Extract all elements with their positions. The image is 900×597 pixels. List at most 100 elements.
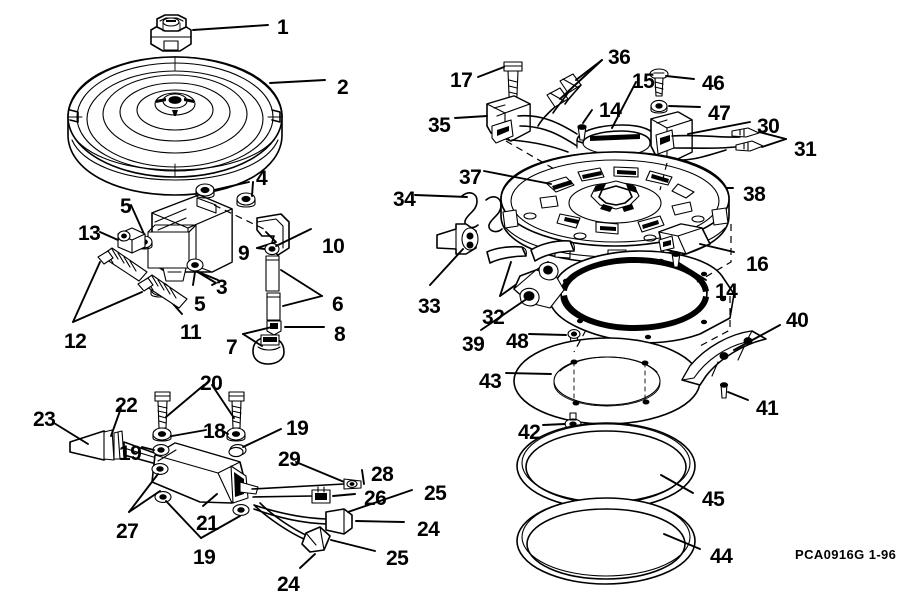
leader-39 [480,297,529,331]
part-sensor-base-39 [513,250,735,344]
callout-25: 25 [386,547,409,570]
assembly-guide-3 [213,204,265,230]
callout-41: 41 [756,397,779,420]
leader-16 [699,243,735,253]
part-flywheel [67,56,283,196]
callout-14: 14 [715,280,738,303]
leader-20b [211,384,235,419]
part-sleeve-32a [486,245,527,264]
leader-20a [165,384,205,418]
leader-37 [483,170,552,185]
assembly-guide-2 [659,162,668,191]
leader-19a [141,446,155,451]
callout-18: 18 [203,420,226,443]
leader-2 [269,79,326,84]
part-sleeve-32b [530,240,575,262]
callout-19: 19 [119,442,142,465]
leader-9 [256,231,277,249]
callout-15: 15 [632,70,655,93]
callout-33: 33 [418,295,441,318]
leader-4a [213,181,250,191]
part-washer-29 [228,446,244,458]
part-flywheel-nut [150,14,192,52]
part-washer-18b [226,427,246,442]
part-screw-12b [137,274,188,309]
part-screw-46 [649,68,669,97]
callout-44: 44 [710,545,733,568]
leader-27a [128,473,159,513]
leader-10 [275,228,312,247]
part-ignition-module [147,194,233,282]
callout-37: 37 [459,166,482,189]
leader-28 [361,469,365,485]
callout-19: 19 [193,546,216,569]
part-washer-19e [232,504,250,516]
callout-30: 30 [757,115,780,138]
leader-7b [242,333,263,347]
part-screw-41 [719,382,729,399]
leader-3b [195,270,219,281]
leader-34 [414,194,468,198]
callout-24: 24 [277,573,300,596]
leader-48 [528,333,567,336]
callout-31: 31 [794,138,817,161]
leader-19b [242,428,282,448]
leader-25a [347,489,413,513]
leader-19d [200,515,241,539]
leader-19c [165,500,202,539]
leader-5b [192,271,196,286]
callout-28: 28 [371,463,394,486]
callout-7: 7 [226,336,238,359]
part-screw-14b [671,251,681,268]
callout-35: 35 [428,114,451,137]
callout-26: 26 [364,487,387,510]
leader-3 [195,270,217,286]
leader-27b [128,490,161,513]
callout-24: 24 [417,518,440,541]
part-screw-12a [97,247,148,282]
callout-1: 1 [277,16,289,39]
part-screw-20a [154,391,171,429]
callout-23: 23 [33,408,56,431]
leader-5a [130,204,145,235]
callout-8: 8 [334,323,346,346]
leader-33 [429,248,464,286]
callout-16: 16 [746,253,769,276]
leader-45 [660,474,694,494]
leader-25b [330,539,376,552]
leader-4b [251,181,254,197]
callout-45: 45 [702,488,725,511]
callout-20: 20 [200,372,223,395]
callout-19: 19 [286,417,309,440]
callout-29: 29 [278,448,301,471]
leader-1 [192,24,269,31]
leader-17 [477,66,505,78]
part-bracket-16 [658,223,711,255]
part-screw-14a [577,124,587,141]
callout-39: 39 [462,333,485,356]
assembly-guide-4 [696,224,732,283]
part-sensor-body-21 [151,442,259,504]
leader-26 [332,493,356,497]
part-coil-30 [650,111,745,163]
leader-18a [171,429,207,437]
callout-14: 14 [599,99,622,122]
leader-22 [110,407,122,437]
callout-10: 10 [322,235,345,258]
leader-44 [663,533,701,550]
callout-25: 25 [424,482,447,505]
leader-32a [499,261,512,297]
part-code-label: PCA0916G 1-96 [795,547,897,562]
callout-5: 5 [120,195,132,218]
part-washer-19c [151,463,169,475]
callout-48: 48 [506,330,529,353]
callout-43: 43 [479,370,502,393]
leader-18b [220,429,229,435]
part-grommet-13 [117,227,146,254]
callout-4: 4 [256,167,268,190]
part-washer-5b [186,258,204,272]
callout-5: 5 [194,293,206,316]
callout-22: 22 [115,394,138,417]
